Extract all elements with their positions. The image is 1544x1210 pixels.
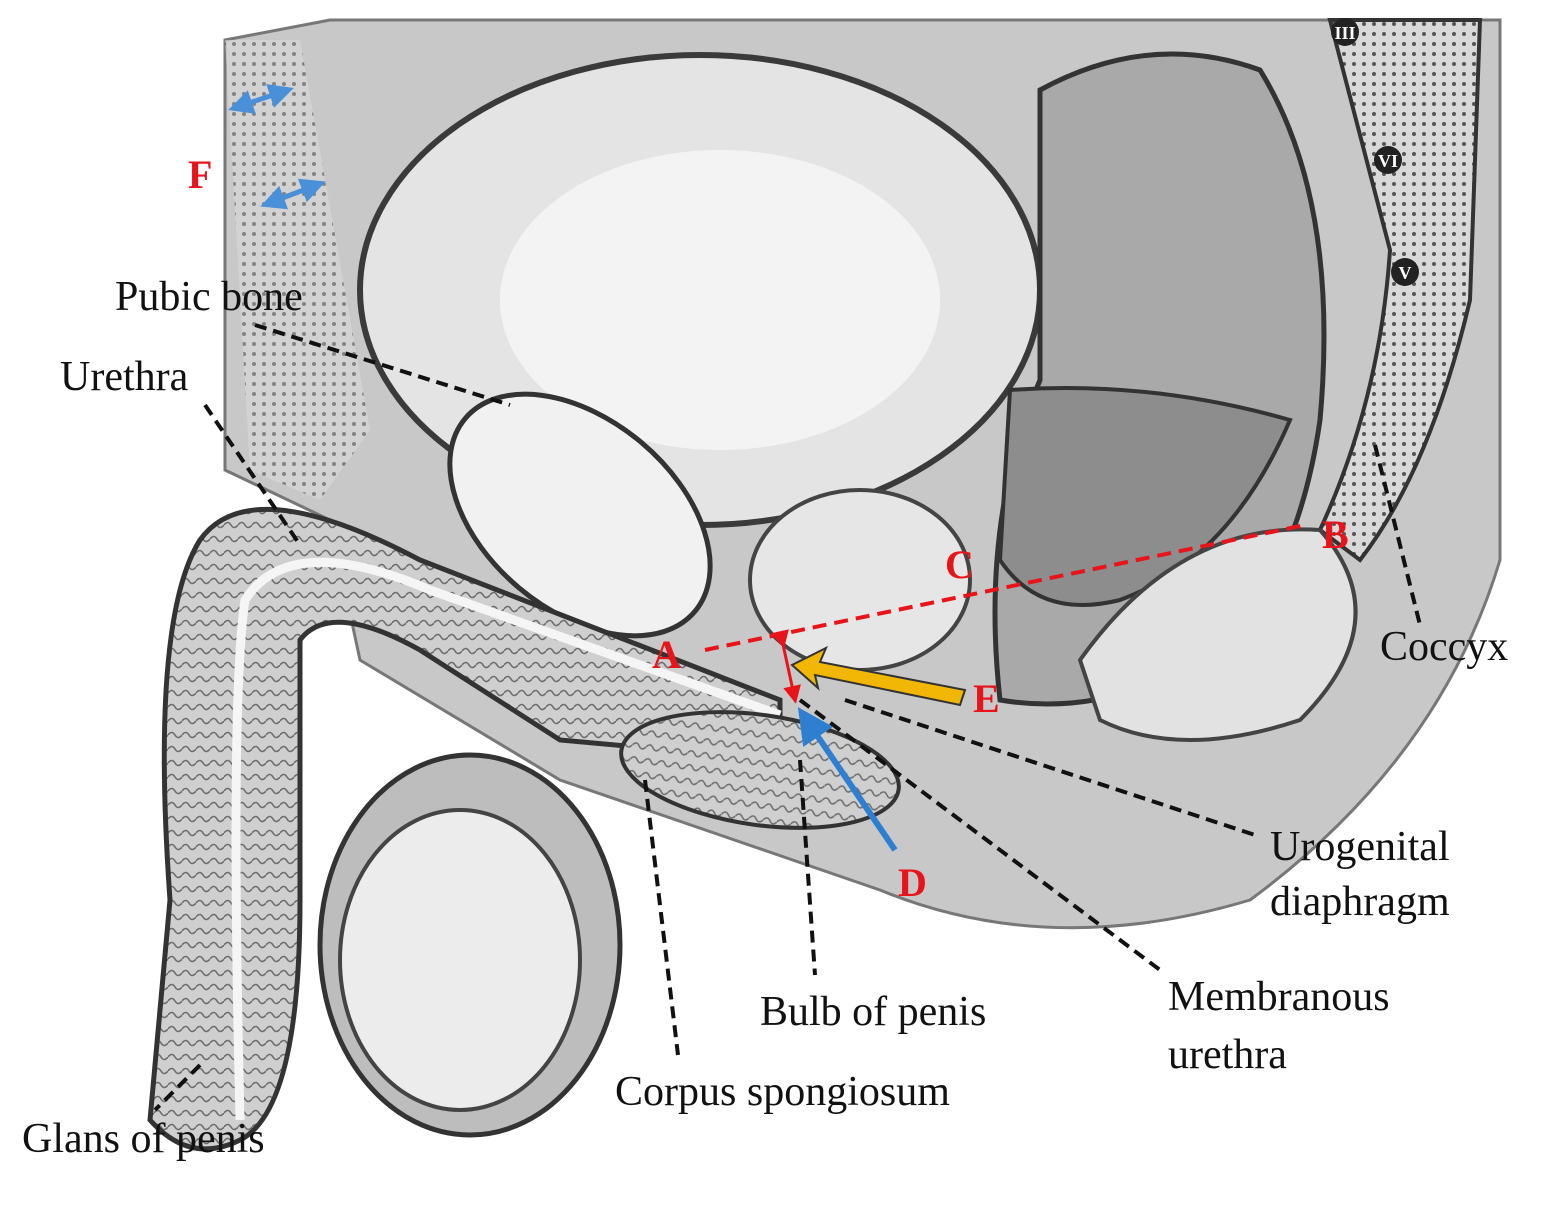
marker-e: E — [973, 676, 1000, 721]
blue-arrow — [797, 707, 898, 852]
label-corpus: Corpus spongiosum — [615, 1069, 950, 1115]
label-pubic-bone: Pubic bone — [115, 274, 303, 320]
label-urogenital: Urogenital — [1270, 824, 1450, 870]
vertebra-label: VI — [1378, 151, 1398, 171]
double-arrow-icon — [228, 84, 294, 114]
testis — [338, 808, 582, 1112]
penis-shaft — [147, 506, 783, 1152]
leader-corpus-spongiosum — [643, 779, 680, 1056]
pubic-bone — [447, 391, 713, 639]
bladder-highlight — [500, 150, 940, 450]
marker-a: A — [652, 632, 681, 677]
label-glans: Glans of penis — [22, 1116, 265, 1162]
label-urethra: Urethra — [60, 354, 189, 400]
label-membranous-urethra: urethra — [1168, 1032, 1287, 1078]
label-diaphragm: diaphragm — [1270, 879, 1450, 925]
sacrum-coccyx — [1317, 18, 1483, 563]
leader-glans — [153, 1063, 202, 1112]
urethra-channel — [231, 557, 782, 1121]
abdominal-wall — [225, 40, 370, 500]
yellow-arrow — [790, 645, 967, 707]
leader-bulb — [798, 759, 817, 976]
label-bulb: Bulb of penis — [760, 989, 986, 1035]
rectal-ampulla — [997, 386, 1293, 607]
label-membranous: Membranous — [1168, 974, 1390, 1020]
marker-b: B — [1322, 512, 1349, 557]
label-coccyx: Coccyx — [1380, 624, 1508, 670]
vertebra-label: III — [1334, 23, 1355, 43]
vertebra-markers: III VI V — [1331, 18, 1419, 286]
leader-pubic-bone — [254, 323, 511, 407]
line-a-b — [704, 523, 1306, 652]
leader-coccyx — [1373, 444, 1422, 626]
marker-c: C — [945, 542, 974, 587]
red-arrow — [771, 629, 801, 704]
marker-f: F — [188, 152, 212, 197]
double-arrow-icon — [260, 178, 326, 210]
buttock — [1077, 527, 1358, 742]
leader-urethra — [203, 403, 302, 547]
marker-d: D — [898, 860, 927, 905]
vertebra-label: V — [1399, 263, 1412, 283]
leader-urogenital-diaphragm — [844, 698, 1256, 837]
